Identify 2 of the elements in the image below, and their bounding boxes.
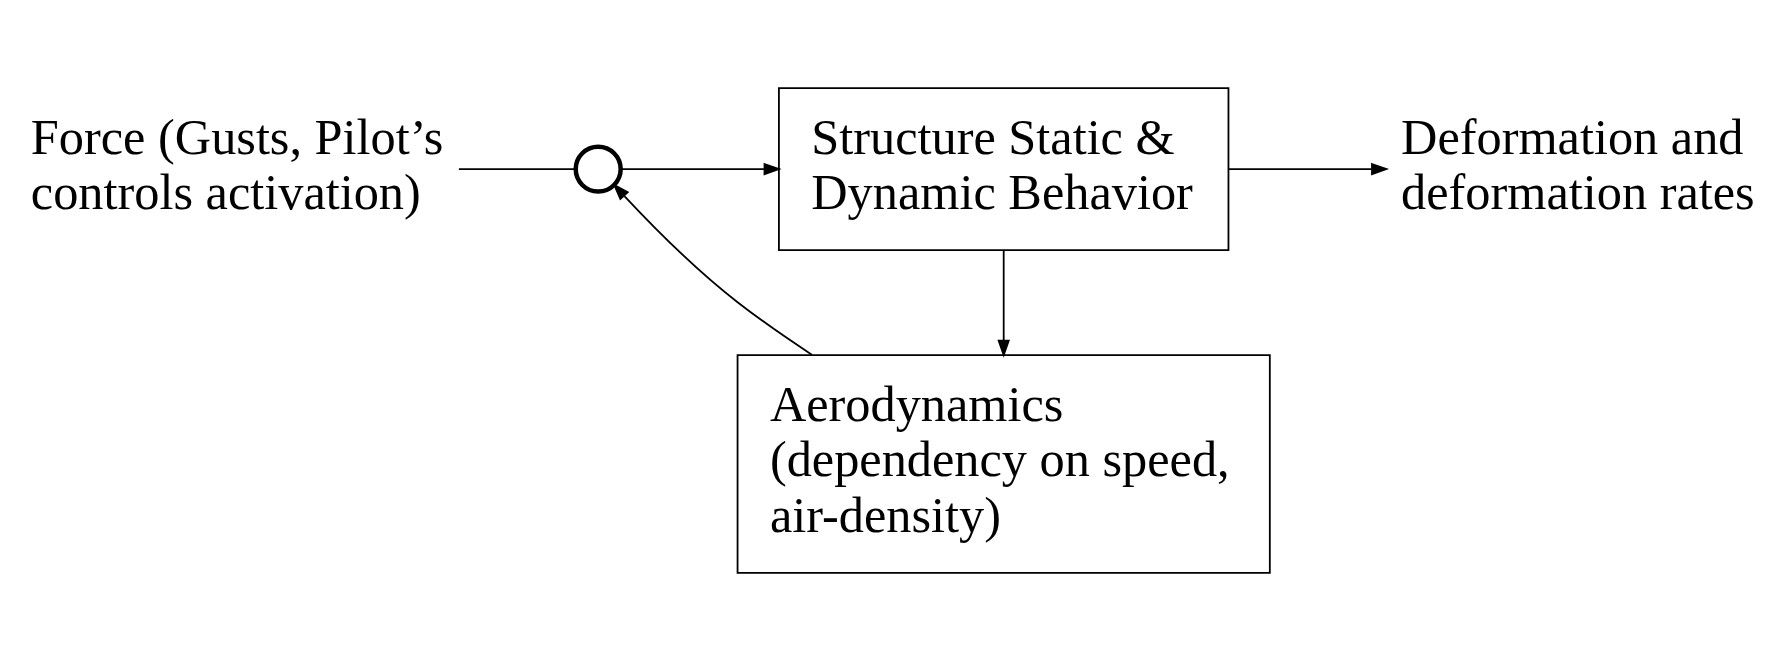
node-text: Deformation and deformation rates [1401,108,1755,220]
node-text: Force (Gusts, Pilot’s controls activation) [30,108,444,220]
